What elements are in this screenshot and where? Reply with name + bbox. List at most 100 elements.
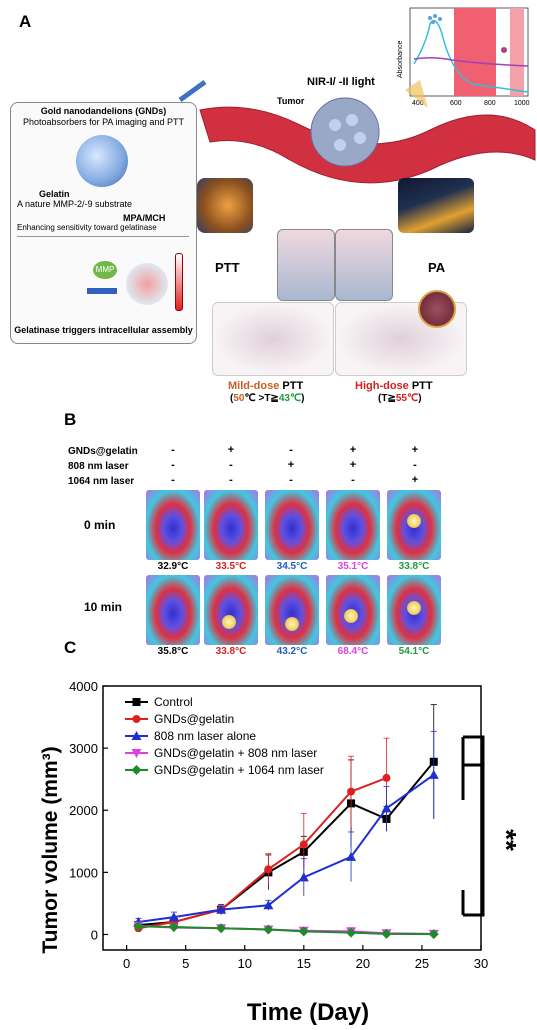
- legend-label: GNDs@gelatin + 1064 nm laser: [154, 763, 324, 777]
- absorbance-tick-0: 400: [412, 100, 424, 107]
- pa-image: [398, 178, 474, 233]
- high-temp-val: 55: [395, 393, 407, 404]
- data-point: [298, 872, 309, 882]
- assembly-label: Gelatinase triggers intracellular assemb…: [14, 325, 193, 335]
- data-point: [298, 926, 309, 937]
- temp-10min: 33.8°C: [215, 646, 247, 657]
- mild-temp-a: 50: [233, 393, 245, 404]
- tumor-zoom-icon: [418, 290, 456, 328]
- tumor-hotspot: [285, 617, 299, 631]
- thermal-image: [387, 490, 441, 560]
- data-point: [346, 927, 357, 938]
- row-label-808: 808 nm laser: [68, 461, 129, 472]
- mmp-badge: MMP: [93, 261, 117, 279]
- x-axis-label: Time (Day): [247, 999, 369, 1026]
- gnd-title: Gold nanodandelions (GNDs): [40, 106, 167, 116]
- mild-temp-unit: ℃: [289, 393, 302, 404]
- series-line: [138, 925, 434, 936]
- x-tick-label: 5: [182, 956, 189, 971]
- high-close-paren: ): [418, 393, 422, 404]
- x-tick-label: 10: [238, 956, 252, 971]
- absorbance-plot: 400 600 800 1000 Absorbance: [397, 7, 530, 107]
- high-temp-pre: (T≧: [378, 393, 396, 404]
- mechanism-panel-2: [335, 229, 393, 301]
- sign: -: [351, 474, 355, 486]
- sign: +: [349, 444, 357, 456]
- high-dose-suffix: PTT: [411, 380, 433, 392]
- thermal-image: [146, 490, 200, 560]
- thermometer-icon: [175, 253, 183, 311]
- gnd-info-box: Gold nanodandelions (GNDs) Photoabsorber…: [10, 102, 197, 344]
- time-label-0: 0 min: [84, 518, 116, 532]
- mild-dose-label: Mild-dose PTT: [228, 380, 303, 392]
- data-point: [168, 922, 179, 933]
- data-point: [168, 912, 179, 922]
- series-line: [138, 774, 435, 924]
- thermal-image: [204, 490, 258, 560]
- absorbance-inset: 400 600 800 1000 Absorbance: [392, 4, 534, 108]
- data-point: [131, 731, 142, 740]
- sign: +: [411, 474, 419, 486]
- high-dose-label: High-dose PTT: [355, 380, 433, 392]
- sign: -: [289, 474, 293, 486]
- absorbance-tick-1: 600: [450, 100, 462, 107]
- y-tick-label: 4000: [69, 679, 98, 694]
- data-point: [264, 865, 273, 874]
- sign: +: [411, 444, 419, 456]
- data-point: [299, 840, 308, 849]
- thermal-image: [265, 575, 319, 645]
- sign: +: [349, 459, 357, 471]
- chart-series: [133, 704, 439, 940]
- divider: [17, 236, 189, 237]
- x-tick-label: 30: [474, 956, 488, 971]
- absorbance-tick-3: 1000: [514, 100, 530, 107]
- x-tick-label: 25: [415, 956, 429, 971]
- temp-10min: 35.8°C: [157, 646, 189, 657]
- ptt-label: PTT: [215, 260, 240, 275]
- series-group: [133, 921, 439, 940]
- thermal-image: [265, 490, 319, 560]
- data-point: [428, 769, 439, 779]
- high-dose-prefix: High-dose: [355, 380, 409, 392]
- assembly-arrow: [87, 288, 117, 294]
- mild-dose-suffix: PTT: [282, 380, 304, 392]
- tumor-label: Tumor: [277, 96, 305, 106]
- vessel-illustration: [170, 70, 537, 190]
- tumor-hotspot: [407, 514, 421, 528]
- mild-open-paren: (: [230, 393, 234, 404]
- data-point: [428, 929, 439, 940]
- data-point: [132, 715, 141, 723]
- temp-10min: 43.2°C: [276, 646, 308, 657]
- temp-0min: 33.8°C: [398, 561, 430, 572]
- temp-0min: 33.5°C: [215, 561, 247, 572]
- temp-10min: 68.4°C: [337, 646, 369, 657]
- legend-label: GNDs@gelatin + 808 nm laser: [154, 746, 317, 760]
- mpa-title: MPA/MCH: [123, 213, 166, 223]
- tumor-hotspot: [222, 615, 236, 629]
- sign: +: [287, 459, 295, 471]
- y-tick-label: 3000: [69, 741, 98, 756]
- thermal-image: [204, 575, 258, 645]
- tumor-hotspot: [407, 601, 421, 615]
- significance-label: **: [491, 829, 522, 851]
- y-tick-label: 2000: [69, 803, 98, 818]
- absorbance-axis-label: Absorbance: [397, 41, 404, 78]
- time-label-10: 10 min: [84, 600, 123, 614]
- gelatin-description: A nature MMP-2/-9 substrate: [17, 199, 133, 209]
- plot-frame: [102, 685, 482, 951]
- data-point: [216, 923, 227, 934]
- sign: -: [413, 459, 417, 471]
- data-point: [133, 921, 144, 932]
- mpa-description: Enhancing sensitivity toward gelatinase: [17, 223, 157, 232]
- absorbance-tick-2: 800: [484, 100, 496, 107]
- legend-label: GNDs@gelatin: [154, 712, 234, 726]
- mild-close-paren: ): [301, 393, 305, 404]
- mild-temp-b: 43: [278, 393, 290, 404]
- thermal-image: [146, 575, 200, 645]
- sign: -: [171, 474, 175, 486]
- high-dose-temp: (T≧55℃): [378, 393, 422, 404]
- legend-label: 808 nm laser alone: [154, 729, 256, 743]
- panel-c-letter: C: [64, 638, 77, 657]
